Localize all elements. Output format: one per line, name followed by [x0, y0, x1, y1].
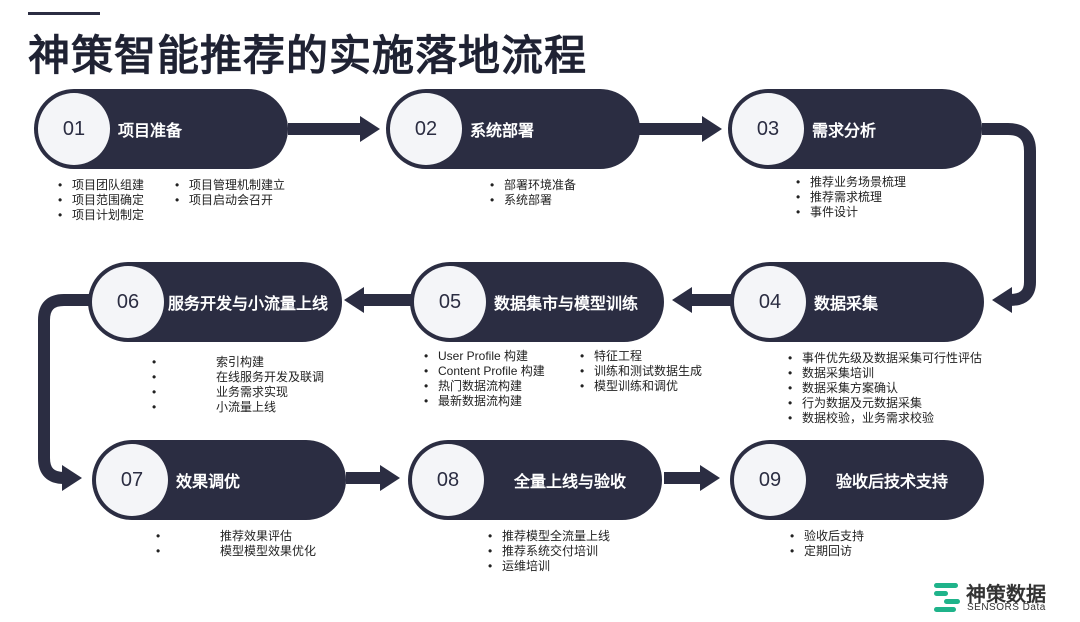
- list-item: Content Profile 构建: [424, 364, 545, 379]
- arrow-04-05: [672, 287, 734, 313]
- step-07-bullets: [156, 529, 160, 559]
- list-item: 事件优先级及数据采集可行性评估: [788, 351, 982, 366]
- step-number: 02: [390, 93, 462, 165]
- list-item: 训练和测试数据生成: [580, 364, 702, 379]
- list-item: 索引构建: [216, 355, 265, 369]
- step-label: 数据集市与模型训练: [494, 296, 639, 313]
- list-item: 推荐系统交付培训: [488, 544, 610, 559]
- list-item: 项目计划制定: [58, 208, 144, 223]
- step-label: 效果调优: [176, 474, 241, 491]
- step-number: 05: [414, 266, 486, 338]
- list-item: 模型模型效果优化: [220, 544, 317, 558]
- list-item: 模型训练和调优: [580, 379, 702, 394]
- step-03: 03 需求分析: [728, 89, 982, 169]
- list-item: 验收后支持: [790, 529, 864, 544]
- step-number: 09: [734, 444, 806, 516]
- arrow-03-04: [982, 123, 1036, 313]
- step-05: 05 数据集市与模型训练: [410, 262, 664, 342]
- list-item: 行为数据及元数据采集: [788, 396, 982, 411]
- list-item: 推荐业务场景梳理: [796, 175, 906, 190]
- list-item: 系统部署: [490, 193, 576, 208]
- list-item: 特征工程: [580, 349, 702, 364]
- list-item: 事件设计: [796, 205, 906, 220]
- step-label: 系统部署: [470, 123, 535, 140]
- step-number: 03: [732, 93, 804, 165]
- list-item: 小流量上线: [216, 400, 277, 414]
- step-01: 01 项目准备: [34, 89, 288, 169]
- step-label: 验收后技术支持: [835, 474, 948, 491]
- step-06-bullets: [152, 355, 156, 415]
- logo-text-cn: 神策数据: [966, 584, 1046, 606]
- step-number: 06: [92, 266, 164, 338]
- list-item: 推荐模型全流量上线: [488, 529, 610, 544]
- step-label: 需求分析: [812, 123, 877, 140]
- step-09-items: 验收后支持 定期回访: [790, 529, 864, 559]
- step-09: 09 验收后技术支持: [730, 440, 984, 520]
- step-05-items-right: 特征工程 训练和测试数据生成 模型训练和调优: [580, 349, 702, 394]
- arrow-01-02: [288, 116, 380, 142]
- step-07: 07 效果调优: [92, 440, 346, 520]
- step-label: 全量上线与验收: [513, 474, 626, 491]
- list-item: 定期回访: [790, 544, 864, 559]
- page-title: 神策智能推荐的实施落地流程: [28, 32, 588, 79]
- step-label: 数据采集: [814, 296, 879, 313]
- list-item: 推荐需求梳理: [796, 190, 906, 205]
- arrow-05-06: [344, 287, 412, 313]
- list-item: 最新数据流构建: [424, 394, 545, 409]
- list-item: 业务需求实现: [216, 385, 289, 399]
- step-number: 07: [96, 444, 168, 516]
- step-number: 01: [38, 93, 110, 165]
- list-item: 推荐效果评估: [220, 529, 293, 543]
- step-03-items: 推荐业务场景梳理 推荐需求梳理 事件设计: [796, 175, 906, 220]
- list-item: 数据采集方案确认: [788, 381, 982, 396]
- step-04-items: 事件优先级及数据采集可行性评估 数据采集培训 数据采集方案确认 行为数据及元数据…: [788, 351, 982, 426]
- logo-text-en: SENSORS Data: [967, 602, 1046, 613]
- step-04: 04 数据采集: [730, 262, 984, 342]
- step-01-items-left: 项目团队组建 项目范围确定 项目计划制定: [58, 178, 144, 223]
- title-accent-line: [28, 12, 100, 15]
- list-item: 数据采集培训: [788, 366, 982, 381]
- step-05-items-left: User Profile 构建 Content Profile 构建 热门数据流…: [424, 349, 545, 409]
- arrow-08-09: [664, 465, 720, 491]
- step-number: 08: [412, 444, 484, 516]
- arrow-06-07: [38, 294, 92, 491]
- list-item: 数据校验，业务需求校验: [788, 411, 982, 426]
- list-item: User Profile 构建: [424, 349, 545, 364]
- step-01-items-right: 项目管理机制建立 项目启动会召开: [175, 178, 285, 208]
- list-item: 运维培训: [488, 559, 610, 574]
- list-item: 项目管理机制建立: [175, 178, 285, 193]
- logo-mark-icon: [934, 583, 960, 612]
- step-06-items: 索引构建 在线服务开发及联调 业务需求实现 小流量上线: [216, 355, 324, 415]
- step-label: 服务开发与小流量上线: [168, 296, 329, 313]
- step-07-items: 推荐效果评估 模型模型效果优化: [220, 529, 316, 559]
- list-item: 项目启动会召开: [175, 193, 285, 208]
- list-item: 项目范围确定: [58, 193, 144, 208]
- step-label: 项目准备: [118, 123, 183, 140]
- list-item: 热门数据流构建: [424, 379, 545, 394]
- step-08-items: 推荐模型全流量上线 推荐系统交付培训 运维培训: [488, 529, 610, 574]
- list-item: 在线服务开发及联调: [216, 370, 325, 384]
- list-item: 项目团队组建: [58, 178, 144, 193]
- step-06: 06 服务开发与小流量上线: [88, 262, 342, 342]
- step-02: 02 系统部署: [386, 89, 640, 169]
- step-02-items: 部署环境准备 系统部署: [490, 178, 576, 208]
- list-item: 部署环境准备: [490, 178, 576, 193]
- arrow-02-03: [636, 116, 722, 142]
- arrow-07-08: [346, 465, 400, 491]
- step-08: 08 全量上线与验收: [408, 440, 662, 520]
- step-number: 04: [734, 266, 806, 338]
